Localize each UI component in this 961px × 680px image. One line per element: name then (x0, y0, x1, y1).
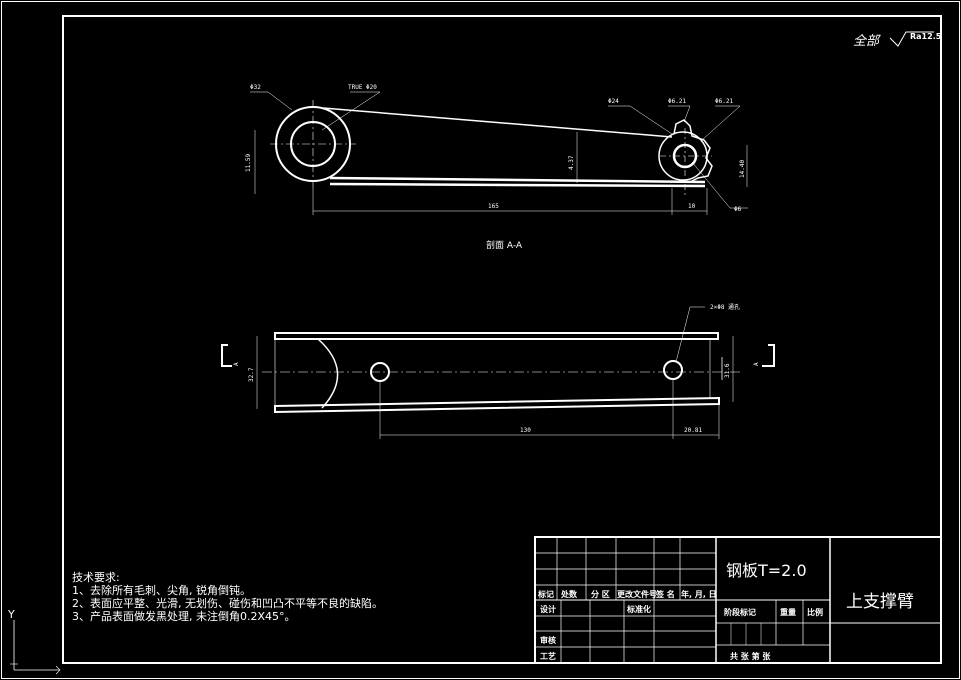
tb-header-zone: 分 区 (591, 589, 610, 599)
section-label: 剖面 A-A (486, 239, 523, 251)
tb-header-docnum: 更改文件号 (617, 589, 657, 599)
part-name: 上支撑臂 (846, 592, 914, 612)
leader-hole-note (675, 306, 705, 363)
section-mark-left-label: A (233, 362, 240, 366)
tech-notes: 技术要求: 1、去除所有毛刺、尖角, 锐角倒钝。 2、表面应平整、光滑, 无划伤… (72, 571, 383, 623)
title-block (534, 536, 942, 664)
dim-130: 130 (520, 427, 531, 434)
dim-true-d20: TRUE Φ20 (348, 84, 377, 91)
dim-d6-21b: Φ6.21 (715, 98, 733, 105)
tb-header-mark: 标记 (537, 589, 554, 599)
dim-mid-height: 4.37 (568, 155, 575, 170)
hole-right (663, 360, 683, 380)
arm-top-edge (322, 107, 673, 138)
dim-d6-21a: Φ6.21 (668, 98, 686, 105)
tb-weight: 重量 (780, 607, 796, 617)
dim-165: 165 (488, 203, 499, 210)
tb-process: 工艺 (540, 651, 556, 661)
section-mark-left-icon (221, 344, 232, 367)
leader-d6-21a (668, 105, 691, 123)
top-view-dims: 2×Φ8 通孔 130 20.81 32.7 31.6 A A (233, 303, 760, 434)
dim-20-81: 20.81 (684, 427, 702, 434)
leader-true-d20 (321, 91, 381, 131)
tech-note-2: 2、表面应平整、光滑, 无划伤、碰伤和凹凸不平等不良的缺陷。 (72, 596, 383, 610)
section-mark-right-label: A (753, 362, 760, 366)
top-view-boss-arc (317, 338, 339, 409)
tb-review: 审核 (540, 635, 556, 645)
tech-notes-title: 技术要求: (72, 571, 120, 584)
roughness-label: 全部 (853, 33, 881, 49)
dim-d32: Φ32 (250, 84, 261, 91)
tb-header-sign: 签 名 (655, 589, 675, 599)
tb-design: 设计 (540, 604, 556, 614)
dim-height-left: 32.7 (248, 367, 255, 382)
ucs-y-label: Y (7, 608, 15, 621)
dim-10: 10 (688, 203, 696, 210)
front-view-dims: Φ32 TRUE Φ20 Φ24 Φ6.21 Φ6.21 Φ6 11.59 4.… (245, 84, 746, 213)
arm-bottom-flange (329, 176, 706, 188)
tb-sheets: 共 张 第 张 (730, 651, 771, 661)
title-block-text: 钢板T=2.0 上支撑臂 标记 处数 分 区 更改文件号 签 名 年, 月, 日… (537, 561, 914, 661)
top-view-lower-flange (274, 396, 720, 414)
dim-right-height: 14.40 (739, 160, 746, 178)
hole-note: 2×Φ8 通孔 (710, 303, 740, 311)
gear-teeth (673, 119, 713, 183)
ucs-icon (10, 620, 61, 675)
tech-note-1: 1、去除所有毛刺、尖角, 锐角倒钝。 (72, 583, 251, 597)
top-view (221, 306, 775, 439)
section-mark-right-icon (762, 344, 775, 367)
leader-d6-21b (701, 105, 741, 141)
tb-stage-mark: 阶段标记 (724, 607, 756, 617)
top-view-upper-flange (274, 332, 719, 340)
roughness-check-icon (889, 31, 934, 47)
roughness-symbol: 全部 Ra12.5 (853, 31, 942, 49)
dim-height-right: 31.6 (724, 363, 731, 378)
tb-header-count: 处数 (560, 589, 578, 599)
tb-header-date: 年, 月, 日 (681, 589, 717, 599)
tb-scale: 比例 (807, 607, 823, 617)
leader-d6 (691, 161, 748, 209)
inner-frame (62, 15, 942, 664)
roughness-value: Ra12.5 (910, 32, 942, 41)
leader-d32 (250, 91, 293, 111)
leader-d24 (608, 105, 673, 135)
dim-d6: Φ6 (734, 206, 742, 213)
tech-note-3: 3、产品表面做发黑处理, 未注倒角0.2X45°。 (72, 609, 296, 623)
material: 钢板T=2.0 (726, 561, 807, 580)
front-view (250, 91, 748, 215)
dim-left-height: 11.59 (245, 154, 252, 172)
tb-standardize: 标准化 (626, 604, 651, 614)
dim-d24: Φ24 (608, 98, 619, 105)
